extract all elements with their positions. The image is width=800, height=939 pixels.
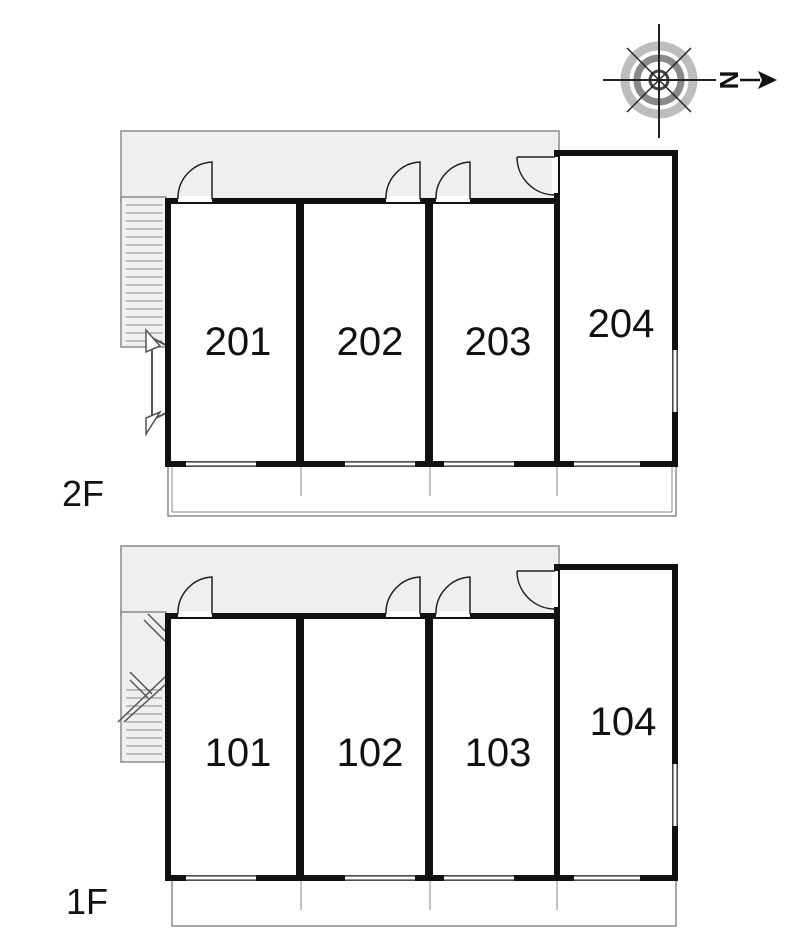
floor-1f: 101 102 103 104 1F	[66, 545, 678, 927]
room-104-label: 104	[590, 700, 657, 744]
compass-rose-icon: N	[603, 24, 777, 138]
room-101-label: 101	[205, 731, 272, 775]
room-204-label: 204	[588, 302, 655, 346]
room-102-label: 102	[337, 731, 404, 775]
room-203-label: 203	[465, 320, 532, 364]
room-201-label: 201	[205, 320, 272, 364]
floor-1f-label: 1F	[66, 881, 108, 922]
compass-north-letter: N	[714, 71, 744, 90]
floor-2f: 201 202 203 204 2F	[62, 130, 678, 517]
room-103-label: 103	[465, 731, 532, 775]
floor-2f-label: 2F	[62, 473, 104, 514]
room-202-label: 202	[337, 320, 404, 364]
